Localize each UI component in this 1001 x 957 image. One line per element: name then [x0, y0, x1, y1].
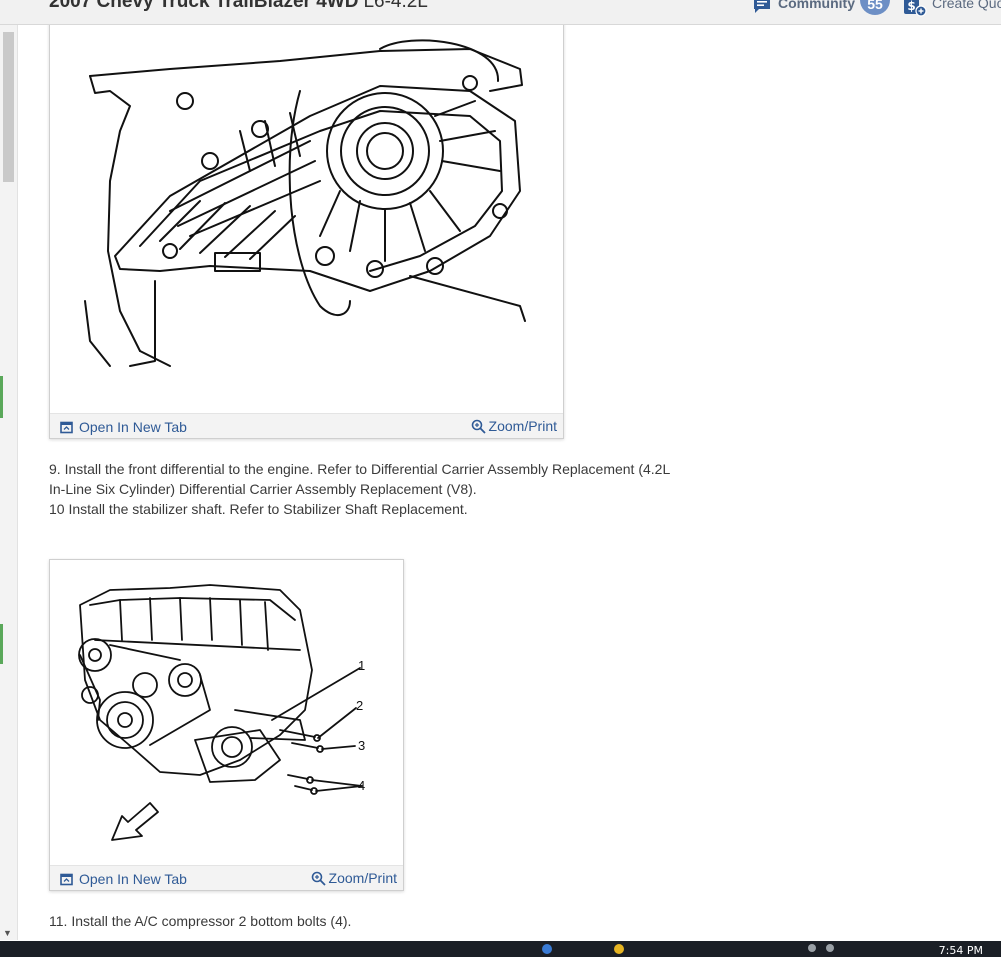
- os-taskbar: 7:54 PM: [0, 941, 1001, 957]
- app-icon[interactable]: [614, 944, 624, 954]
- vehicle-engine: L6-4.2L: [363, 0, 428, 12]
- tray-icon[interactable]: [808, 944, 816, 952]
- tray-icon[interactable]: [826, 944, 834, 952]
- zoom-print-link[interactable]: Zoom/Print: [471, 418, 557, 434]
- vehicle-title: 2007 Chevy Truck TrailBlazer 4WD L6-4.2L: [49, 0, 428, 13]
- zoom-print-label: Zoom/Print: [488, 418, 557, 434]
- figure-toolbar: Open In New Tab Zoom/Print: [50, 413, 563, 438]
- open-tab-icon: [60, 873, 73, 885]
- community-count-badge: 55: [860, 0, 890, 15]
- scrollbar-thumb[interactable]: [3, 32, 14, 182]
- callout-4: 4: [358, 778, 365, 793]
- step-9-line-2: In-Line Six Cylinder) Differential Carri…: [49, 481, 477, 497]
- marker-tick: [0, 624, 3, 664]
- zoom-icon: [311, 871, 326, 886]
- scroll-down-arrow-icon[interactable]: ▼: [3, 928, 12, 938]
- chat-icon: [754, 0, 770, 13]
- create-quote-button[interactable]: $ Create Quo: [903, 0, 1001, 17]
- callout-2: 2: [356, 698, 363, 713]
- figure-engine-compressor-diagram: 1 2 3 4 Open In New Tab: [49, 559, 404, 891]
- engine-ac-compressor-drawing: 1 2 3 4: [78, 584, 365, 841]
- open-in-new-tab-link[interactable]: Open In New Tab: [60, 419, 187, 435]
- svg-text:$: $: [907, 0, 915, 13]
- open-tab-icon: [60, 421, 73, 433]
- community-label: Community: [778, 0, 855, 11]
- zoom-print-label: Zoom/Print: [328, 870, 397, 886]
- quote-dollar-icon: $: [904, 0, 927, 17]
- zoom-print-link[interactable]: Zoom/Print: [311, 870, 397, 886]
- step-9-line-1: 9. Install the front differential to the…: [49, 461, 671, 477]
- browser-icon[interactable]: [542, 944, 552, 954]
- left-scrollbar[interactable]: ▼: [0, 24, 18, 940]
- step-10: 10 Install the stabilizer shaft. Refer t…: [49, 501, 468, 517]
- figure-toolbar: Open In New Tab Zoom/Print: [50, 865, 403, 890]
- vehicle-model: 2007 Chevy Truck TrailBlazer 4WD: [49, 0, 359, 12]
- open-in-new-tab-link[interactable]: Open In New Tab: [60, 871, 187, 887]
- zoom-icon: [471, 419, 486, 434]
- create-quote-label: Create Quo: [932, 0, 1001, 11]
- open-tab-label: Open In New Tab: [79, 419, 187, 435]
- taskbar-clock[interactable]: 7:54 PM: [938, 944, 983, 957]
- open-tab-label: Open In New Tab: [79, 871, 187, 887]
- community-button[interactable]: Community 55: [752, 0, 890, 24]
- step-11: 11. Install the A/C compressor 2 bottom …: [49, 913, 352, 929]
- callout-3: 3: [358, 738, 365, 753]
- marker-tick: [0, 376, 3, 418]
- callout-1: 1: [358, 658, 365, 673]
- figure-front-axle-diagram: Open In New Tab Zoom/Print: [49, 20, 564, 439]
- front-axle-housing-drawing: [84, 39, 526, 367]
